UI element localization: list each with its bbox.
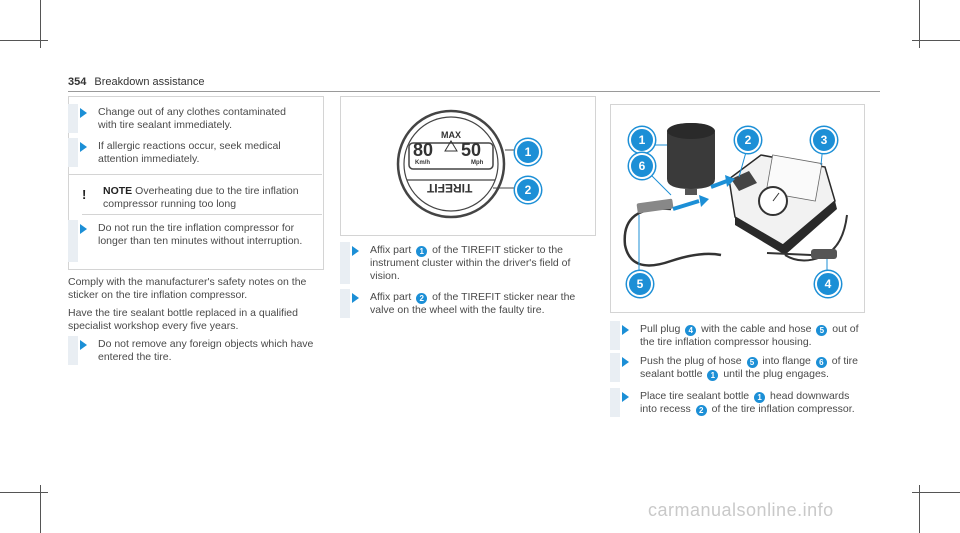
- part-badge: 1: [707, 370, 719, 381]
- sticker-max-label: MAX: [441, 130, 461, 140]
- callout-6: 6: [629, 153, 655, 179]
- arrow-icon: [80, 340, 87, 350]
- arrow-icon: [80, 224, 87, 234]
- sticker-speed-kmh: 80: [413, 140, 434, 160]
- crop-mark: [912, 40, 960, 41]
- sticker-unit-kmh: Km/h: [415, 160, 430, 166]
- page-header: 354 Breakdown assistance: [68, 76, 204, 88]
- instruction-step: Push the plug of hose 5 into flange 6 of…: [610, 353, 863, 382]
- section-title: Breakdown assistance: [94, 76, 205, 88]
- instruction-step: Do not remove any foreign objects which …: [68, 336, 323, 365]
- sticker-unit-mph: Mph: [471, 160, 484, 166]
- arrow-icon: [622, 325, 629, 335]
- crop-mark: [0, 40, 48, 41]
- warning-step: Change out of any clothes contaminated w…: [68, 104, 303, 133]
- instruction-step: Affix part 2 of the TIREFIT sticker near…: [340, 289, 594, 318]
- instruction-step: Pull plug 4 with the cable and hose 5 ou…: [610, 321, 863, 350]
- part-badge: 2: [416, 293, 428, 304]
- arrow-icon: [352, 293, 359, 303]
- callout-1: 1: [515, 139, 541, 165]
- callout-3: 3: [811, 127, 837, 153]
- instruction-step: Affix part 1 of the TIREFIT sticker to t…: [340, 242, 594, 284]
- part-badge: 4: [685, 325, 697, 336]
- arrow-icon: [352, 246, 359, 256]
- page-number: 354: [68, 76, 87, 88]
- part-badge: 2: [695, 405, 707, 416]
- note-label: NOTE: [103, 185, 133, 197]
- paragraph: Have the tire sealant bottle replaced in…: [68, 307, 298, 332]
- crop-mark: [40, 485, 41, 533]
- notice-icon: !: [82, 187, 87, 202]
- paragraph: Comply with the manufacturer's safety no…: [68, 276, 307, 301]
- callout-2: 2: [735, 127, 761, 153]
- tirefit-sticker-illustration: [396, 109, 521, 219]
- arrow-icon: [622, 392, 629, 402]
- watermark: carmanualsonline.info: [648, 500, 834, 520]
- instruction-step: Place tire sealant bottle 1 head downwar…: [610, 388, 863, 417]
- callout-4: 4: [815, 271, 841, 297]
- part-badge: 5: [746, 357, 758, 368]
- warning-step: If allergic reactions occur, seek medica…: [68, 138, 303, 167]
- crop-mark: [0, 492, 48, 493]
- compressor-illustration: [623, 123, 848, 285]
- part-badge: 1: [754, 392, 766, 403]
- callout-2: 2: [515, 177, 541, 203]
- callout-5: 5: [627, 271, 653, 297]
- crop-mark: [40, 0, 41, 48]
- divider: [68, 174, 322, 175]
- header-rule: [68, 91, 880, 92]
- crop-mark: [919, 485, 920, 533]
- arrow-icon: [80, 142, 87, 152]
- crop-mark: [919, 0, 920, 48]
- note-step: Do not run the tire inflation compressor…: [68, 220, 303, 262]
- compressor-figure: 1 2 3 6 5 4: [610, 104, 865, 313]
- crop-mark: [912, 492, 960, 493]
- sticker-brand: TIREFIT: [427, 181, 473, 195]
- arrow-icon: [622, 357, 629, 367]
- callout-1: 1: [629, 127, 655, 153]
- part-badge: 6: [815, 357, 827, 368]
- sticker-speed-mph: 50: [461, 140, 482, 160]
- sticker-figure: MAX 80 50 Km/h Mph TIREFIT 1 2: [340, 96, 596, 236]
- arrow-icon: [80, 108, 87, 118]
- divider: [82, 214, 322, 215]
- part-badge: 5: [816, 325, 828, 336]
- warning-box: [68, 96, 324, 270]
- part-badge: 1: [416, 246, 428, 257]
